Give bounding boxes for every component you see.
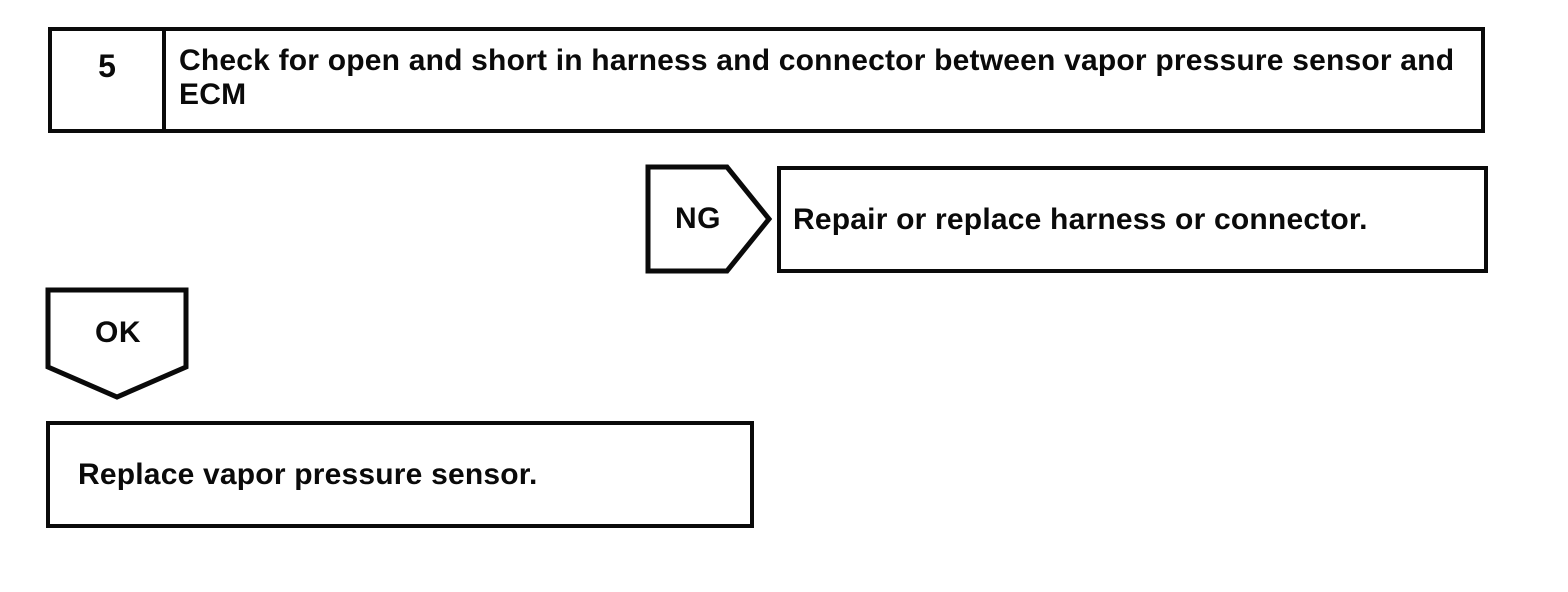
ng-connector-shape [645,164,772,274]
ng-connector-label: NG [675,202,721,235]
ng-pentagon-icon [645,164,772,274]
step-title-area: Check for open and short in harness and … [166,31,1481,129]
ok-result-box: Replace vapor pressure sensor. [46,421,754,528]
ok-result-text: Replace vapor pressure sensor. [78,457,538,491]
ng-action-box: Repair or replace harness or connector. [777,166,1488,273]
ng-action-text: Repair or replace harness or connector. [793,202,1368,236]
ok-connector-shape [45,287,189,400]
step-title: Check for open and short in harness and … [179,44,1455,111]
step-box: 5 Check for open and short in harness an… [48,27,1485,133]
ok-connector-label: OK [95,316,141,349]
step-number: 5 [52,31,166,129]
ok-pentagon-icon [45,287,189,400]
